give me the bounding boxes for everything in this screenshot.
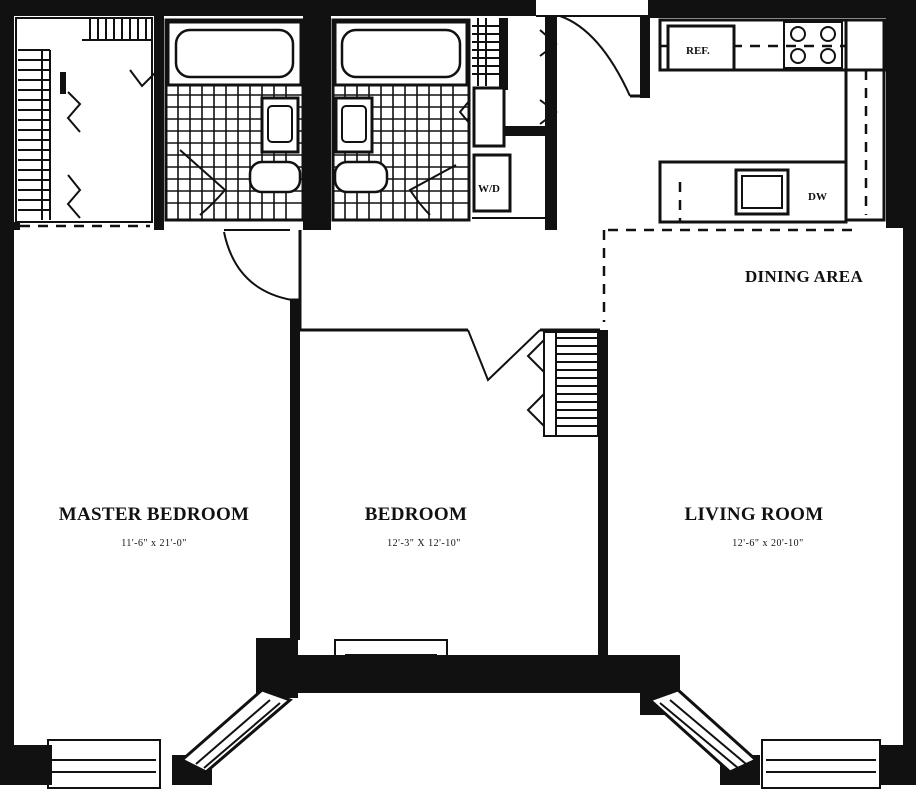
hall-closet-shelving	[472, 18, 508, 90]
closet-shelving-top	[82, 18, 152, 41]
refrigerator-label: REF.	[686, 45, 710, 57]
master-bedroom-dims: 11'-6" x 21'-0"	[121, 538, 187, 549]
bathroom-1	[164, 18, 305, 222]
room-labels: MASTER BEDROOM 11'-6" x 21'-0" BEDROOM 1…	[59, 267, 863, 549]
kitchen: REF. DW	[608, 18, 888, 232]
range	[783, 21, 843, 69]
bedroom-label: BEDROOM	[365, 504, 467, 525]
bedroom-dims: 12'-3" X 12'-10"	[387, 538, 461, 549]
living-room-dims: 12'-6" x 20'-10"	[732, 538, 803, 549]
living-room-label: LIVING ROOM	[685, 504, 824, 525]
dishwasher-label: DW	[808, 191, 827, 203]
closets	[15, 17, 599, 437]
dining-area-label: DINING AREA	[745, 267, 863, 286]
bedroom-closet-shelving	[543, 331, 599, 437]
master-bedroom-label: MASTER BEDROOM	[59, 504, 250, 525]
windows	[47, 639, 881, 789]
doors	[20, 0, 648, 382]
washer-dryer-label: W/D	[478, 183, 500, 195]
closet-shelving-left	[18, 49, 51, 220]
laundry: W/D	[472, 153, 545, 219]
bathroom-2	[331, 18, 506, 222]
